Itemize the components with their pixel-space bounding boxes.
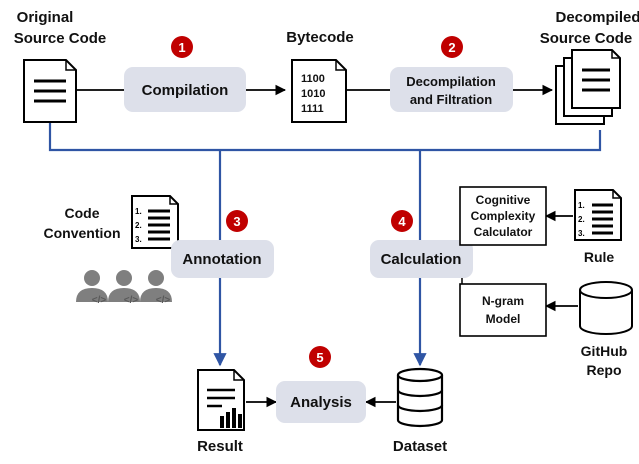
convention-marker-2: 2. bbox=[135, 221, 142, 230]
bytecode-line-1: 1100 bbox=[301, 73, 325, 85]
code-convention-label-line1: Code bbox=[65, 205, 100, 221]
svg-text:</>: </> bbox=[92, 295, 107, 306]
cognitive-label-line2: Complexity bbox=[471, 209, 536, 223]
calculation-box bbox=[370, 240, 473, 278]
github-label-line2: Repo bbox=[587, 362, 622, 378]
convention-marker-1: 1. bbox=[135, 207, 142, 216]
annotator-people-icon: </> </> </> bbox=[76, 270, 172, 306]
decompilation-label-line2: and Filtration bbox=[410, 92, 492, 107]
ngram-model-box bbox=[459, 283, 547, 337]
annotation-label: Annotation bbox=[182, 251, 261, 268]
blue-flow-lines bbox=[48, 120, 602, 367]
step-badge-4: 4 bbox=[391, 210, 413, 232]
dataset-database-icon bbox=[396, 367, 444, 428]
step-number-2: 2 bbox=[448, 40, 455, 55]
step-badge-2: 2 bbox=[441, 36, 463, 58]
rule-label: Rule bbox=[584, 249, 615, 265]
original-label-line1: Original bbox=[17, 9, 74, 26]
bytecode-line-3: 1111 bbox=[301, 103, 324, 115]
step-badge-5: 5 bbox=[309, 346, 331, 368]
rule-marker-3: 3. bbox=[578, 229, 585, 238]
code-convention-doc-icon bbox=[131, 195, 179, 249]
ngram-label-line1: N-gram bbox=[482, 294, 524, 308]
decompilation-box bbox=[390, 67, 513, 112]
shared-bus-line bbox=[48, 120, 602, 152]
svg-text:</>: </> bbox=[124, 295, 139, 306]
step-number-3: 3 bbox=[233, 214, 240, 229]
decompilation-label-line1: Decompilation bbox=[406, 74, 496, 89]
rule-doc-icon bbox=[574, 189, 622, 241]
bytecode-doc-icon bbox=[291, 59, 347, 123]
compilation-box bbox=[124, 67, 246, 112]
convention-marker-3: 3. bbox=[135, 235, 142, 244]
decompiled-label-line2: Source Code bbox=[540, 30, 633, 47]
annotator-person-3-icon: </> bbox=[140, 270, 172, 306]
github-repo-database-icon bbox=[579, 281, 633, 335]
rule-marker-2: 2. bbox=[578, 215, 585, 224]
annotator-person-2-icon: </> bbox=[108, 270, 140, 306]
step-badge-3: 3 bbox=[226, 210, 248, 232]
svg-text:</>: </> bbox=[156, 295, 171, 306]
analysis-box bbox=[276, 381, 366, 423]
compilation-label: Compilation bbox=[142, 82, 229, 99]
original-source-doc-icon bbox=[23, 59, 77, 123]
cognitive-calculator-box bbox=[459, 186, 547, 246]
step-number-4: 4 bbox=[398, 214, 406, 229]
decompiled-label-line1: Decompiled bbox=[555, 9, 639, 26]
annotator-person-1-icon: </> bbox=[76, 270, 108, 306]
step-badge-1: 1 bbox=[171, 36, 193, 58]
original-label-line2: Source Code bbox=[14, 30, 107, 47]
calculation-label: Calculation bbox=[381, 251, 462, 268]
result-report-icon bbox=[197, 369, 245, 431]
bytecode-line-2: 1010 bbox=[301, 88, 325, 100]
decompiled-docs-icon bbox=[555, 49, 621, 125]
cognitive-label-line3: Calculator bbox=[474, 225, 533, 239]
dataset-label: Dataset bbox=[393, 438, 447, 455]
step-number-5: 5 bbox=[316, 350, 323, 365]
rule-marker-1: 1. bbox=[578, 201, 585, 210]
bytecode-label: Bytecode bbox=[286, 29, 354, 46]
analysis-label: Analysis bbox=[290, 394, 352, 411]
step-number-1: 1 bbox=[178, 40, 185, 55]
code-convention-label-line2: Convention bbox=[44, 225, 121, 241]
cognitive-label-line1: Cognitive bbox=[476, 193, 531, 207]
annotation-box bbox=[171, 240, 274, 278]
github-label-line1: GitHub bbox=[581, 343, 628, 359]
result-label: Result bbox=[197, 438, 243, 455]
ngram-label-line2: Model bbox=[486, 312, 521, 326]
